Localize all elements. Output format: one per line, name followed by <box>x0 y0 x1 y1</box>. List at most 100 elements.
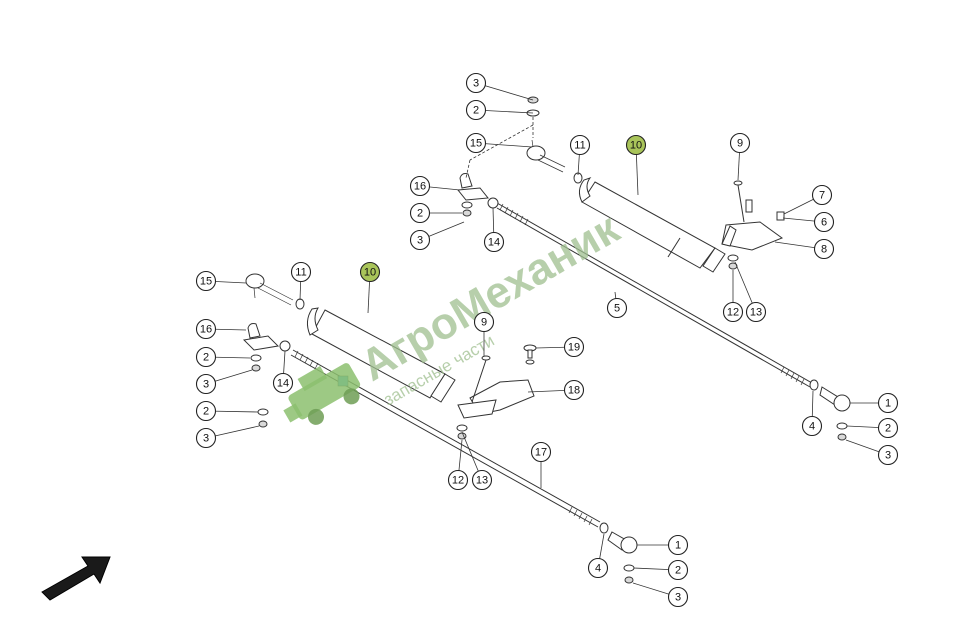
callout-number: 1 <box>675 540 681 552</box>
callout-number: 15 <box>470 138 482 150</box>
callout-number: 3 <box>473 78 479 90</box>
callout-circle <box>667 559 689 581</box>
callout-number: 3 <box>417 235 423 247</box>
callout-circle <box>606 297 628 319</box>
part-callout-3[interactable]: 3 <box>195 373 217 395</box>
callout-number: 13 <box>476 475 488 487</box>
callout-circle <box>811 184 833 206</box>
lower-jam-nut <box>279 340 291 352</box>
callout-number: 3 <box>675 592 681 604</box>
part-callout-15[interactable]: 15 <box>465 132 487 154</box>
part-callout-12[interactable]: 12 <box>722 301 744 323</box>
part-callout-1[interactable]: 1 <box>667 534 689 556</box>
callout-number: 19 <box>568 342 580 354</box>
part-callout-3[interactable]: 3 <box>195 427 217 449</box>
part-callout-7[interactable]: 7 <box>811 184 833 206</box>
callout-number: 3 <box>203 379 209 391</box>
callout-circle <box>667 586 689 608</box>
part-callout-12[interactable]: 12 <box>447 469 469 491</box>
callout-circle <box>877 444 899 466</box>
part-callout-3[interactable]: 3 <box>409 229 431 251</box>
callout-circle <box>195 427 217 449</box>
part-callout-3[interactable]: 3 <box>667 586 689 608</box>
callout-circle <box>195 373 217 395</box>
part-callout-15[interactable]: 15 <box>195 270 217 292</box>
callout-number: 6 <box>821 217 827 229</box>
part-callout-16[interactable]: 16 <box>409 175 431 197</box>
part-callout-6[interactable]: 6 <box>813 211 835 233</box>
callout-circle <box>745 301 767 323</box>
callout-number: 4 <box>809 421 815 433</box>
callout-number: 1 <box>885 398 891 410</box>
callout-number: 12 <box>727 307 739 319</box>
watermark-brand: АгроМеханик <box>353 203 629 390</box>
travel-direction-arrow-icon <box>41 556 111 601</box>
part-callout-19[interactable]: 19 <box>563 336 585 358</box>
callout-number: 12 <box>452 475 464 487</box>
callout-circle <box>801 415 823 437</box>
upper-tie-rod <box>496 202 813 388</box>
callout-number: 14 <box>488 237 500 249</box>
part-callout-2[interactable]: 2 <box>877 417 899 439</box>
part-callout-13[interactable]: 13 <box>471 469 493 491</box>
callout-number: 10 <box>364 267 376 279</box>
callout-number: 2 <box>675 565 681 577</box>
callout-circle <box>587 557 609 579</box>
callout-number: 11 <box>574 140 585 152</box>
callout-number: 3 <box>885 450 891 462</box>
callout-circle <box>729 132 751 154</box>
callout-number: 7 <box>819 190 825 202</box>
part-callout-2[interactable]: 2 <box>195 346 217 368</box>
part-callout-8[interactable]: 8 <box>813 238 835 260</box>
part-callout-9[interactable]: 9 <box>729 132 751 154</box>
lower-right-ball-joint <box>599 522 638 584</box>
callout-circle <box>447 469 469 491</box>
part-callout-3[interactable]: 3 <box>465 72 487 94</box>
callout-number: 5 <box>614 303 620 315</box>
part-callout-2[interactable]: 2 <box>409 202 431 224</box>
callout-circle <box>290 261 312 283</box>
part-callout-2[interactable]: 2 <box>195 400 217 422</box>
part-callout-14[interactable]: 14 <box>483 231 505 253</box>
part-callout-11[interactable]: 11 <box>569 134 591 156</box>
callout-number: 4 <box>595 563 601 575</box>
callout-number: 14 <box>277 378 289 390</box>
callout-number: 8 <box>821 244 827 256</box>
upper-jam-nut <box>487 197 499 209</box>
callout-number: 2 <box>203 406 209 418</box>
callout-circle <box>465 99 487 121</box>
callout-circle <box>409 202 431 224</box>
part-callout-9[interactable]: 9 <box>473 311 495 333</box>
part-callout-10[interactable]: 10 <box>625 134 647 156</box>
callout-circle <box>195 346 217 368</box>
part-callout-17[interactable]: 17 <box>530 441 552 463</box>
callout-number: 3 <box>203 433 209 445</box>
callout-number: 16 <box>200 324 212 336</box>
callout-number: 2 <box>885 423 891 435</box>
part-callout-11[interactable]: 11 <box>290 261 312 283</box>
callout-circle <box>471 469 493 491</box>
part-callout-18[interactable]: 18 <box>563 379 585 401</box>
callout-circle <box>563 379 585 401</box>
part-callout-13[interactable]: 13 <box>745 301 767 323</box>
part-callout-5[interactable]: 5 <box>606 297 628 319</box>
part-callout-10[interactable]: 10 <box>359 261 381 283</box>
callout-circle <box>272 372 294 394</box>
callout-circle <box>569 134 591 156</box>
part-callout-4[interactable]: 4 <box>587 557 609 579</box>
callout-number: 13 <box>750 307 762 319</box>
part-callout-2[interactable]: 2 <box>465 99 487 121</box>
callout-number: 11 <box>295 267 306 279</box>
part-callout-4[interactable]: 4 <box>801 415 823 437</box>
part-callout-16[interactable]: 16 <box>195 318 217 340</box>
callout-circle <box>667 534 689 556</box>
part-callout-3[interactable]: 3 <box>877 444 899 466</box>
lower-left-bracket <box>242 323 280 428</box>
part-callout-14[interactable]: 14 <box>272 372 294 394</box>
part-callout-1[interactable]: 1 <box>877 392 899 414</box>
callout-circle <box>813 238 835 260</box>
callout-number: 2 <box>473 105 479 117</box>
part-callout-2[interactable]: 2 <box>667 559 689 581</box>
callout-circle <box>409 229 431 251</box>
